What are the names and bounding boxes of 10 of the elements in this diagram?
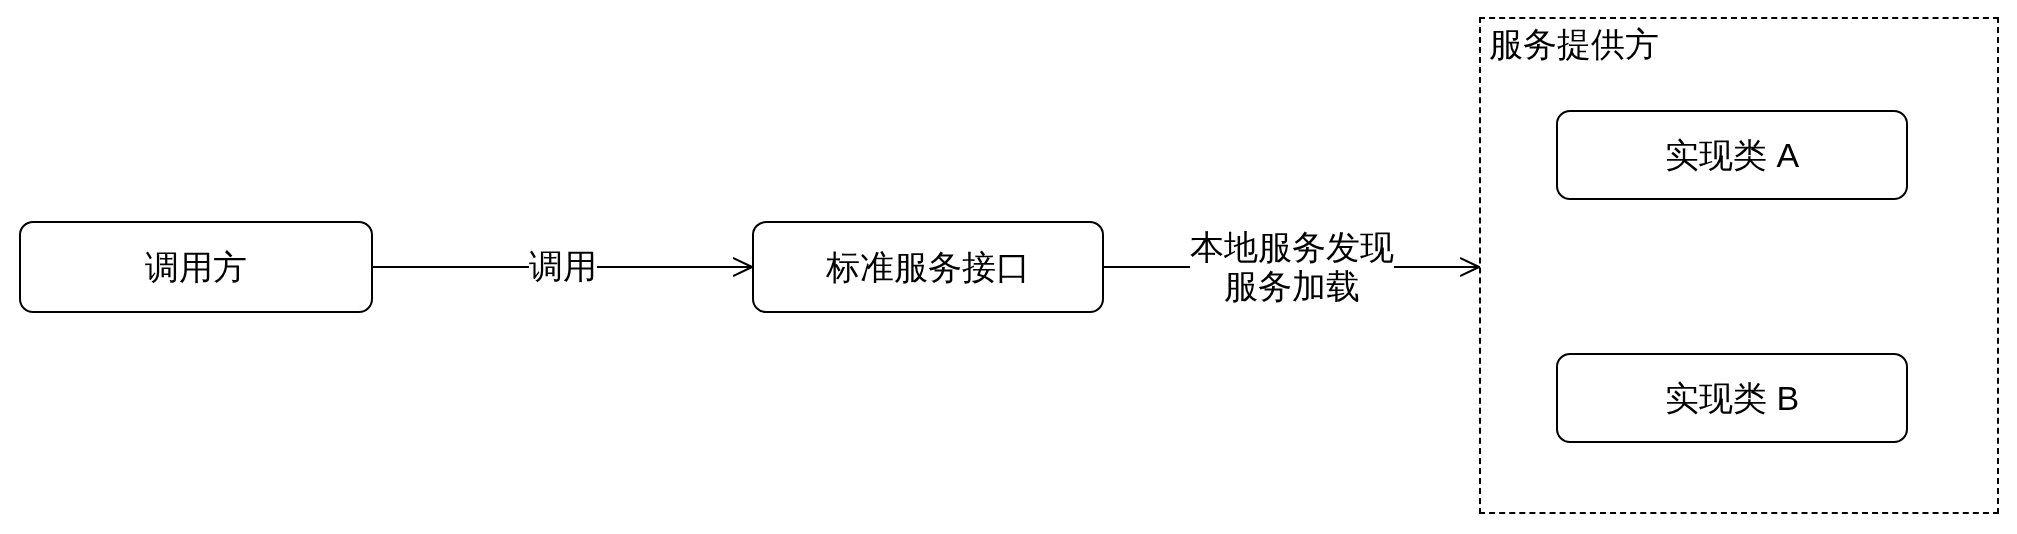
node-label: 实现类 B — [1664, 381, 1800, 415]
group-title: 服务提供方 — [1489, 27, 1659, 61]
node-label: 标准服务接口 — [826, 250, 1030, 284]
rounded-box — [1556, 353, 1908, 443]
rounded-box — [752, 221, 1104, 313]
node-label: 实现类 A — [1664, 138, 1800, 172]
dashed-group-frame — [1479, 17, 1999, 514]
rounded-box — [1556, 110, 1908, 200]
node-label: 调用方 — [145, 250, 247, 284]
rounded-box — [19, 221, 373, 313]
